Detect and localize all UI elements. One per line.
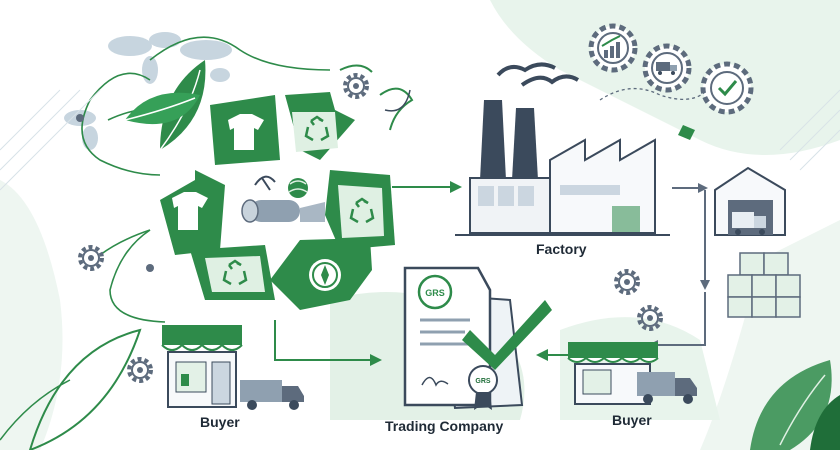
- check-icon: [717, 80, 738, 97]
- map-pin-icon: [76, 114, 84, 122]
- fiber-icon: [379, 87, 414, 131]
- truck-icon: [656, 62, 677, 75]
- gear-icon: [127, 357, 153, 383]
- trading-company-label: Trading Company: [385, 418, 504, 434]
- buyer-left-label: Buyer: [200, 414, 240, 430]
- tshirt-icon: [228, 114, 264, 150]
- truck-icon: [637, 372, 697, 404]
- map-pin-icon: [146, 264, 154, 272]
- buyer-right-label: Buyer: [612, 412, 652, 428]
- flow-arrow: [392, 181, 462, 193]
- fiber-icon: [254, 175, 276, 191]
- gear-icon: [78, 245, 104, 271]
- flow-arrow: [655, 292, 706, 346]
- gear-icon: [614, 269, 640, 295]
- check-icon: [462, 300, 552, 370]
- yarn-ball-icon: [288, 178, 308, 198]
- process-gears: [588, 23, 754, 140]
- factory-building: [455, 62, 670, 236]
- leaf-icon: [678, 125, 695, 140]
- tshirt-icon: [172, 192, 208, 230]
- shop-icon: [161, 325, 243, 408]
- truck-icon: [240, 380, 304, 410]
- fabric-roll-icon: [241, 199, 325, 223]
- certificate-icon: GRS GRS: [403, 266, 552, 410]
- background-lines: [0, 89, 840, 191]
- growth-chart-icon: [604, 42, 620, 58]
- recycling-loop: [160, 92, 395, 310]
- leaf-icon: [0, 328, 840, 450]
- certificate-badge-text: GRS: [425, 288, 445, 298]
- seal-text: GRS: [475, 378, 491, 385]
- factory-label: Factory: [536, 241, 587, 257]
- warehouse-icon: [714, 166, 786, 236]
- box-icon: [727, 252, 801, 318]
- flow-arrow: [672, 183, 708, 193]
- gear-icon: [343, 73, 369, 99]
- leaf-icon: [124, 60, 206, 151]
- world-map-icon: [64, 32, 232, 150]
